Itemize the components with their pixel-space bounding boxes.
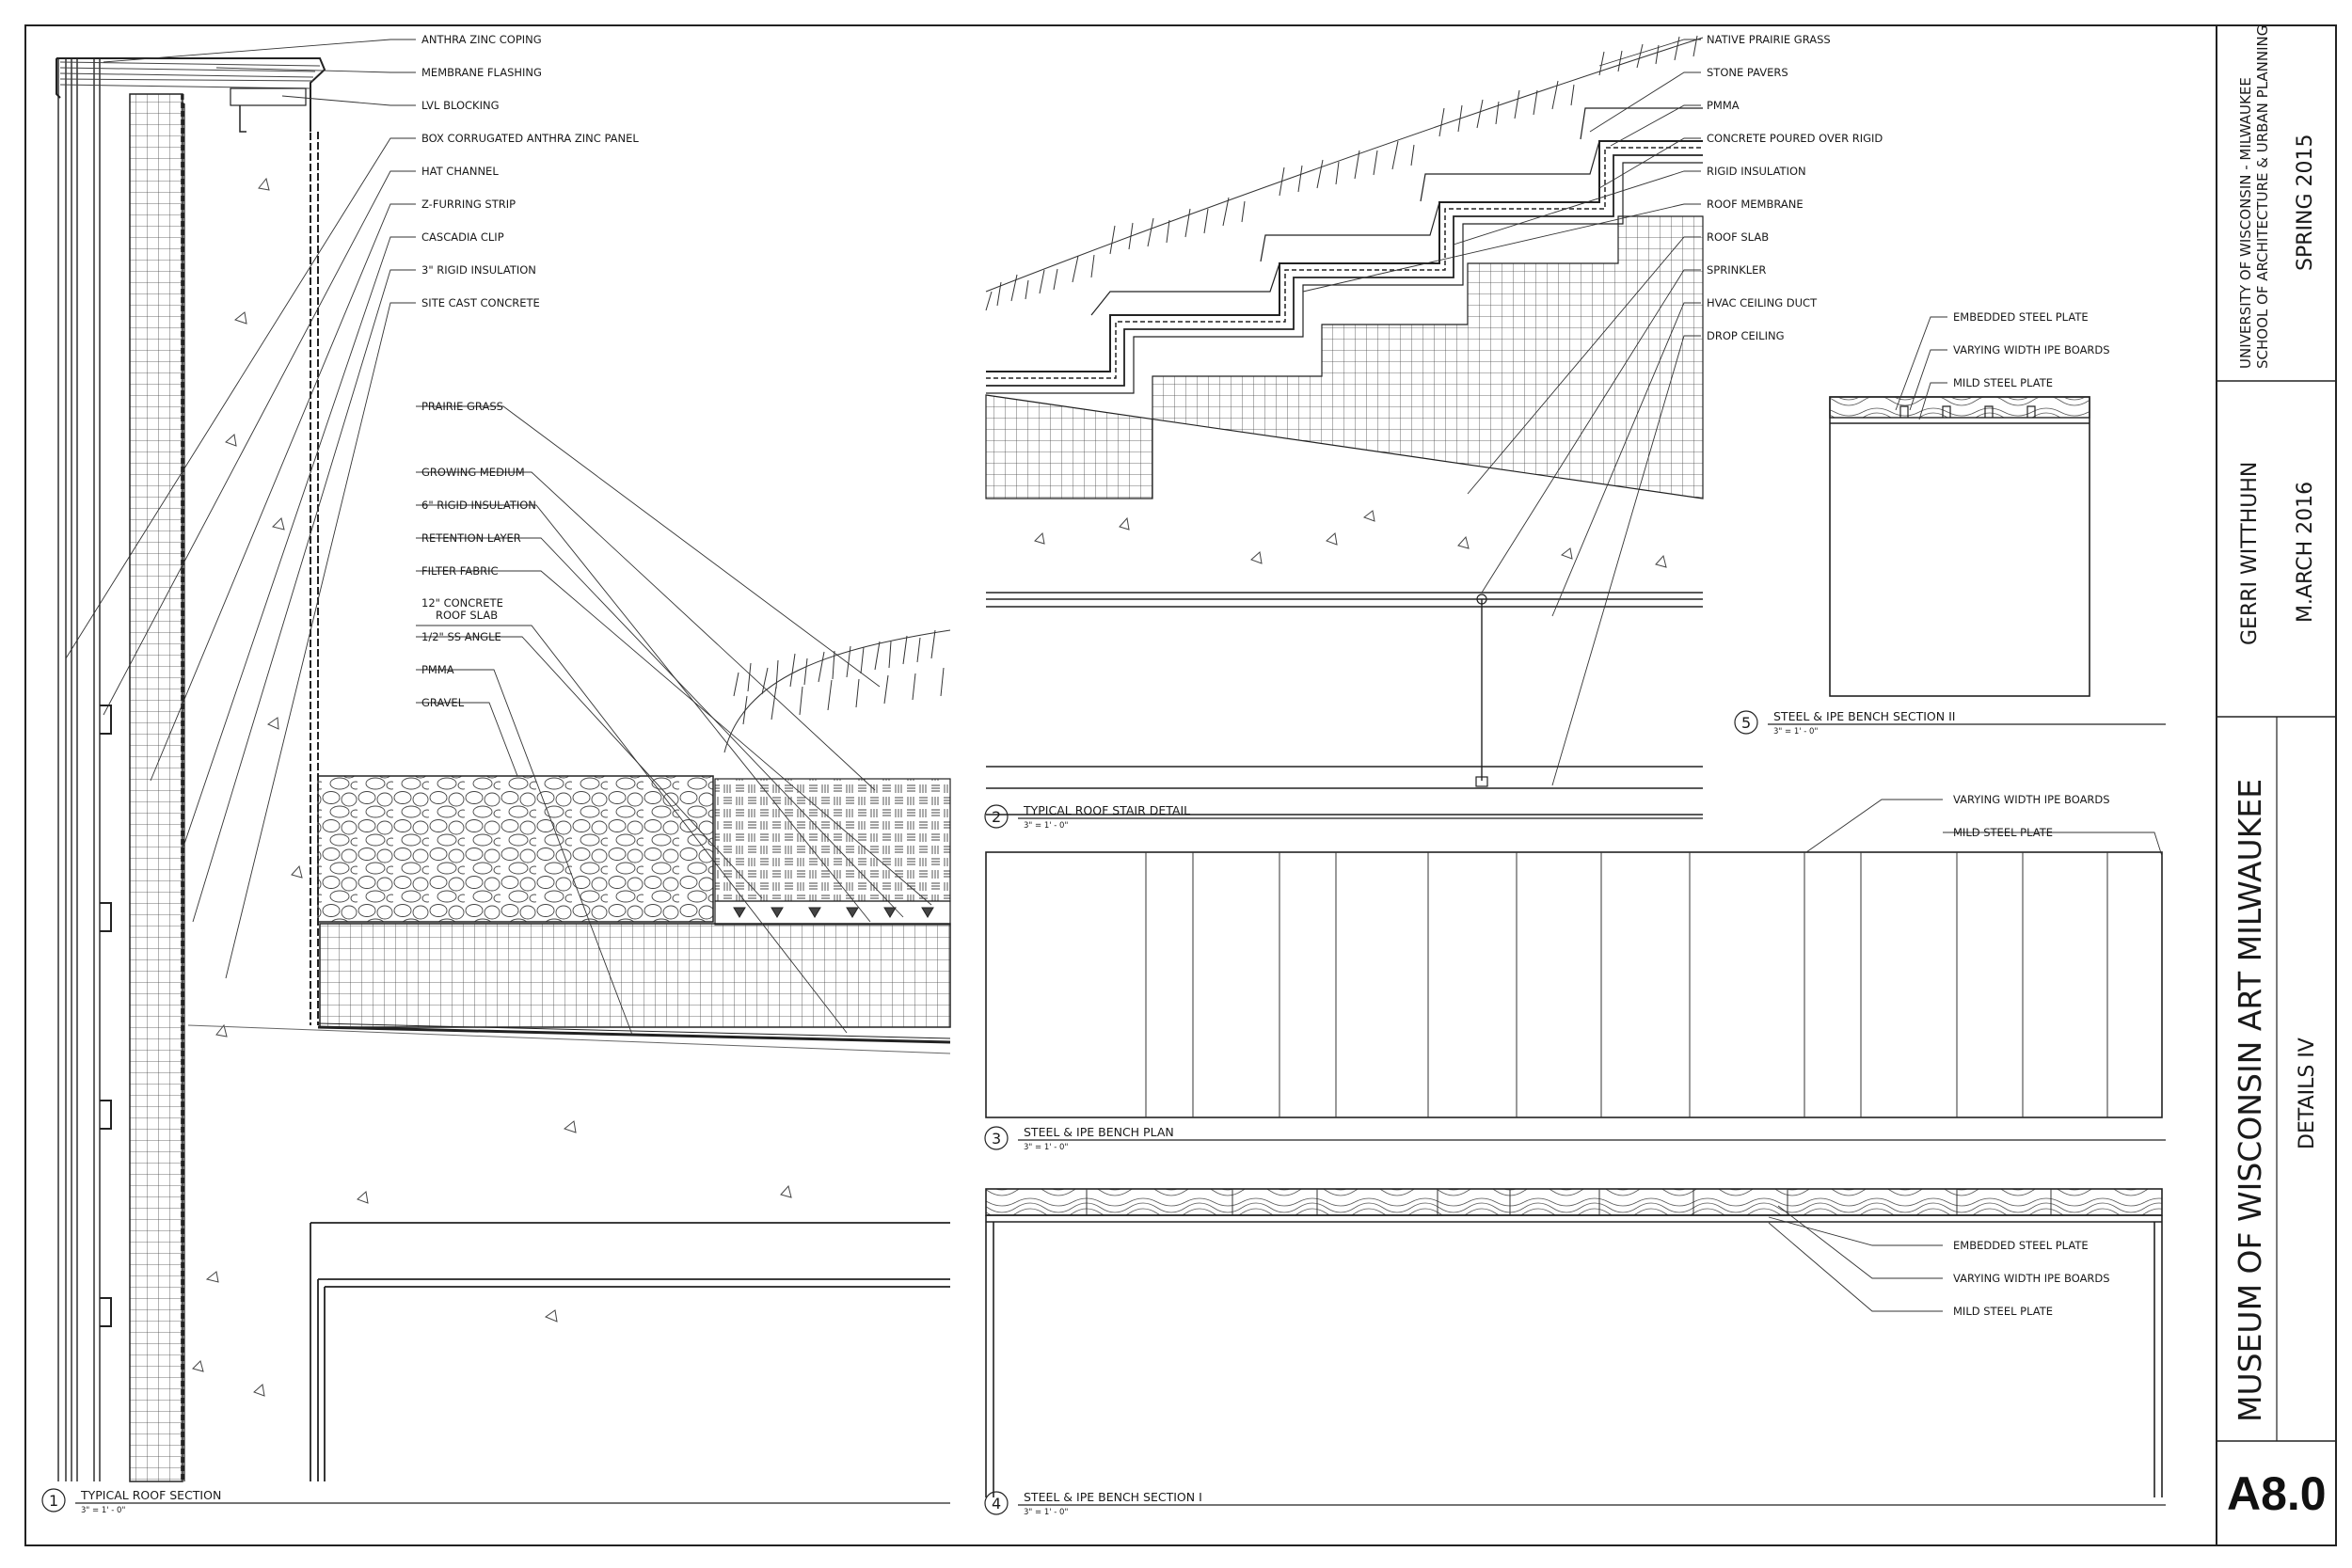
university-name: UNIVERSITY OF WISCONSIN - MILWAUKEE xyxy=(2237,77,2254,369)
sheet-border xyxy=(24,24,2337,1546)
detail-1-scale: 3" = 1' - 0" xyxy=(81,1506,125,1515)
detail-2-scale: 3" = 1' - 0" xyxy=(1024,821,1068,831)
callout-embedded-steel-plate-5: EMBEDDED STEEL PLATE xyxy=(1953,310,2089,324)
detail-1-title-text: TYPICAL ROOF SECTION xyxy=(80,1488,221,1502)
detail-3-title-text: STEEL & IPE BENCH PLAN xyxy=(1024,1125,1174,1139)
callout-stone-pavers: STONE PAVERS xyxy=(1707,66,1788,79)
callout-embedded-steel-plate-4: EMBEDDED STEEL PLATE xyxy=(1953,1239,2089,1252)
callout-concrete-poured: CONCRETE POURED OVER RIGID xyxy=(1707,132,1883,145)
callout-box-corrugated-panel: BOX CORRUGATED ANTHRA ZINC PANEL xyxy=(421,132,639,145)
callout-drop-ceiling: DROP CEILING xyxy=(1707,329,1785,342)
callout-membrane-flashing: MEMBRANE FLASHING xyxy=(421,66,542,79)
callout-site-cast-concrete: SITE CAST CONCRETE xyxy=(421,296,540,309)
callout-ipe-boards-5: VARYING WIDTH IPE BOARDS xyxy=(1953,343,2110,356)
detail-4-title-text: STEEL & IPE BENCH SECTION I xyxy=(1024,1490,1202,1504)
detail-1-roof-section: ANTHRA ZINC COPING MEMBRANE FLASHING LVL… xyxy=(41,33,951,1515)
detail-5-scale: 3" = 1' - 0" xyxy=(1773,727,1818,736)
detail-2-number: 2 xyxy=(992,808,1001,826)
callout-mild-steel-plate-5: MILD STEEL PLATE xyxy=(1953,376,2053,389)
callout-roof-slab: ROOF SLAB xyxy=(436,609,498,622)
callout-hvac-duct: HVAC CEILING DUCT xyxy=(1707,296,1818,309)
degree: M.ARCH 2016 xyxy=(2294,482,2317,623)
detail-4-number: 4 xyxy=(992,1495,1001,1513)
callout-pmma: PMMA xyxy=(421,663,454,676)
detail-3-bench-plan: VARYING WIDTH IPE BOARDS MILD STEEL PLAT… xyxy=(984,793,2166,1152)
callout-filter-fabric: FILTER FABRIC xyxy=(421,564,499,578)
detail-2-title: 2 TYPICAL ROOF STAIR DETAIL 3" = 1' - 0" xyxy=(984,803,1703,831)
callout-ipe-boards-4: VARYING WIDTH IPE BOARDS xyxy=(1953,1272,2110,1285)
callout-12in-concrete: 12" CONCRETE xyxy=(421,596,503,610)
project-title: MUSEUM OF WISCONSIN ART MILWAUKEE xyxy=(2232,779,2268,1422)
callout-roof-membrane: ROOF MEMBRANE xyxy=(1707,198,1804,211)
detail-1-number: 1 xyxy=(49,1492,58,1510)
callout-growing-medium: GROWING MEDIUM xyxy=(421,466,525,479)
callout-sprinkler: SPRINKLER xyxy=(1707,263,1766,277)
detail-2-title-text: TYPICAL ROOF STAIR DETAIL xyxy=(1023,803,1190,817)
callout-lvl-blocking: LVL BLOCKING xyxy=(421,99,500,112)
callout-cascadia-clip: CASCADIA CLIP xyxy=(421,230,504,244)
callout-rigid-insulation-2: RIGID INSULATION xyxy=(1707,165,1806,178)
detail-4-scale: 3" = 1' - 0" xyxy=(1024,1508,1068,1517)
callout-retention-layer: RETENTION LAYER xyxy=(421,531,521,545)
detail-1-roof-labels: PRAIRIE GRASS GROWING MEDIUM 6" RIGID IN… xyxy=(421,400,536,709)
semester: SPRING 2015 xyxy=(2294,135,2317,272)
detail-3-scale: 3" = 1' - 0" xyxy=(1024,1143,1068,1152)
callout-rigid-insulation: 3" RIGID INSULATION xyxy=(421,263,536,277)
callout-mild-steel-plate-4: MILD STEEL PLATE xyxy=(1953,1305,2053,1318)
detail-2-roof-stair: NATIVE PRAIRIE GRASS STONE PAVERS PMMA C… xyxy=(984,33,1883,831)
detail-3-number: 3 xyxy=(992,1130,1001,1148)
detail-5-bench-section-ii: EMBEDDED STEEL PLATE VARYING WIDTH IPE B… xyxy=(1734,310,2166,736)
school-name: SCHOOL OF ARCHITECTURE & URBAN PLANNING xyxy=(2254,25,2271,369)
detail-5-title-text: STEEL & IPE BENCH SECTION II xyxy=(1773,709,1955,723)
student-name: GERRI WITTHUHN xyxy=(2238,462,2262,645)
callout-ipe-boards-3: VARYING WIDTH IPE BOARDS xyxy=(1953,793,2110,806)
detail-1-title: 1 TYPICAL ROOF SECTION 3" = 1' - 0" xyxy=(41,1488,950,1515)
callout-6in-rigid-insulation: 6" RIGID INSULATION xyxy=(421,499,536,512)
callout-ss-angle: 1/2" SS ANGLE xyxy=(421,630,501,643)
callout-hat-channel: HAT CHANNEL xyxy=(421,165,499,178)
callout-anthra-zinc-coping: ANTHRA ZINC COPING xyxy=(421,33,542,46)
callout-pmma-2: PMMA xyxy=(1707,99,1740,112)
sheet-title: DETAILS IV xyxy=(2296,1037,2319,1149)
detail-5-number: 5 xyxy=(1741,714,1751,732)
detail-4-bench-section-i: EMBEDDED STEEL PLATE VARYING WIDTH IPE B… xyxy=(984,1188,2166,1517)
callout-gravel: GRAVEL xyxy=(421,696,465,709)
callout-mild-steel-plate-3: MILD STEEL PLATE xyxy=(1953,826,2053,839)
callout-z-furring-strip: Z-FURRING STRIP xyxy=(421,198,516,211)
detail-1-wall-labels: ANTHRA ZINC COPING MEMBRANE FLASHING LVL… xyxy=(421,33,639,309)
detail-2-labels: NATIVE PRAIRIE GRASS STONE PAVERS PMMA C… xyxy=(1707,33,1883,342)
callout-prairie-grass: PRAIRIE GRASS xyxy=(421,400,503,413)
callout-roof-slab-2: ROOF SLAB xyxy=(1707,230,1769,244)
title-block: UNIVERSITY OF WISCONSIN - MILWAUKEE SCHO… xyxy=(2216,25,2336,1545)
callout-native-prairie-grass: NATIVE PRAIRIE GRASS xyxy=(1707,33,1831,46)
sheet-number: A8.0 xyxy=(2227,1467,2327,1520)
